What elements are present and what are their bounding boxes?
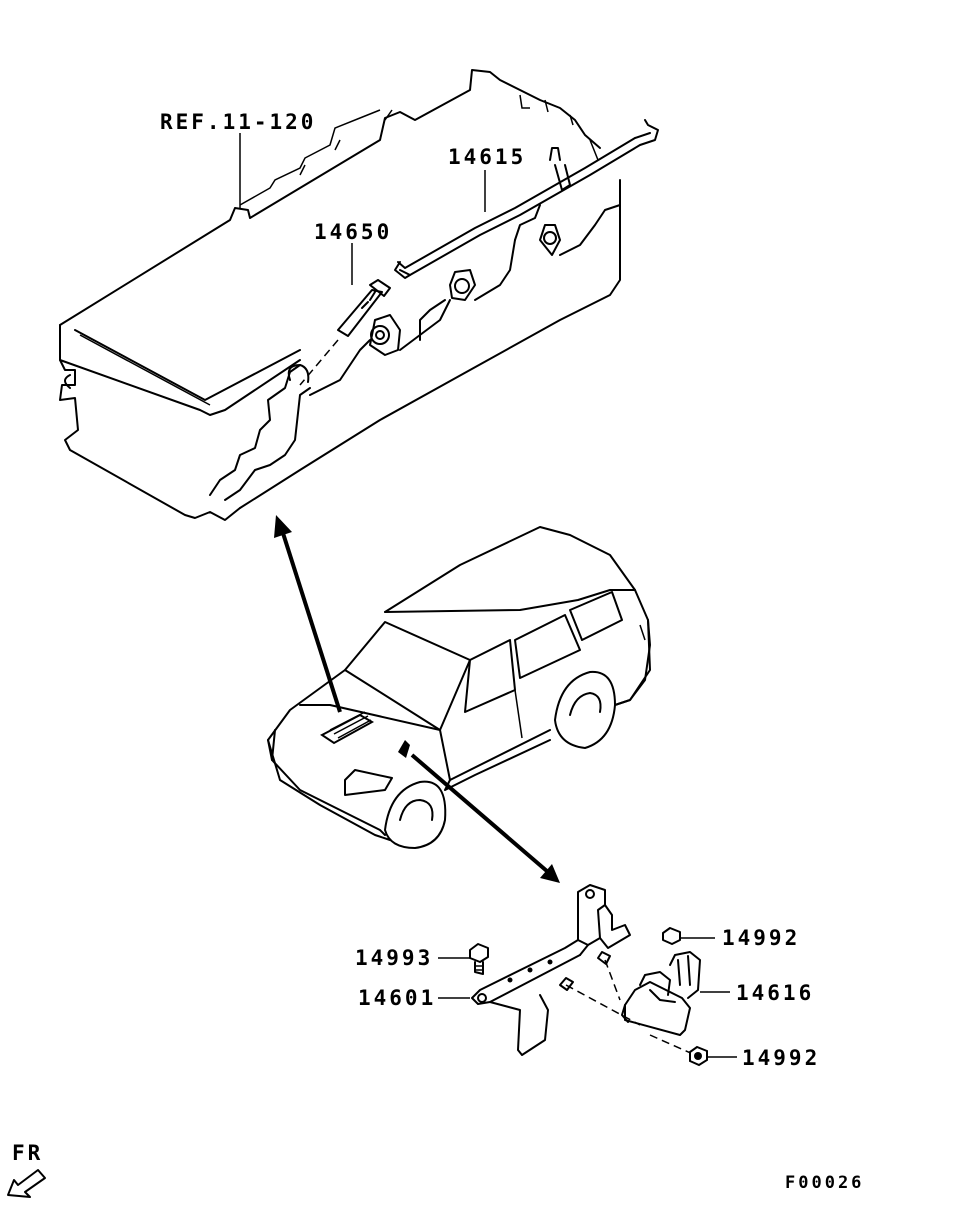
part-14615-label: 14615 [448, 145, 527, 169]
part-14650-label: 14650 [314, 220, 393, 244]
front-direction-arrow-icon [7, 1169, 46, 1198]
top-leader-lines [239, 133, 486, 285]
part-14601-label: 14601 [358, 986, 437, 1010]
part-14992-top-label: 14992 [722, 926, 801, 950]
vehicle [267, 526, 651, 849]
front-label: FR [12, 1141, 44, 1165]
relay-bracket-assembly [438, 884, 737, 1067]
ref-label: REF.11-120 [160, 110, 317, 134]
location-arrows [274, 515, 560, 883]
figure-code: F00026 [785, 1173, 865, 1193]
part-14992-bottom-label: 14992 [742, 1046, 821, 1070]
part-14993-label: 14993 [355, 946, 434, 970]
part-14616-label: 14616 [736, 981, 815, 1005]
engine-cylinder-head [59, 69, 659, 521]
